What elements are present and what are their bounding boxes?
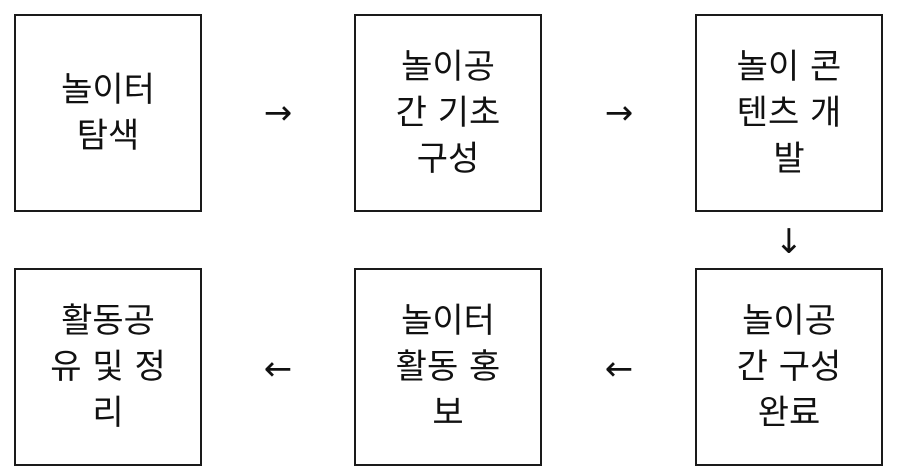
arrow-right-icon: → (263, 93, 293, 133)
step-box-5: 놀이터 활동 홍 보 (354, 268, 542, 466)
step-box-1: 놀이터 탐색 (14, 14, 202, 212)
step-box-2: 놀이공 간 기초 구성 (354, 14, 542, 212)
step-label-3: 놀이 콘 텐츠 개 발 (736, 47, 842, 179)
arrow-right-icon: → (604, 93, 634, 133)
step-label-2: 놀이공 간 기초 구성 (395, 47, 501, 179)
step-label-1: 놀이터 탐색 (61, 70, 155, 156)
step-box-6: 활동공 유 및 정 리 (14, 268, 202, 466)
step-label-6: 활동공 유 및 정 리 (50, 301, 166, 433)
step-box-4: 놀이공 간 구성 완료 (695, 268, 883, 466)
arrow-left-icon: ← (604, 349, 634, 389)
step-label-5: 놀이터 활동 홍 보 (395, 301, 501, 433)
step-label-4: 놀이공 간 구성 완료 (736, 301, 842, 433)
step-box-3: 놀이 콘 텐츠 개 발 (695, 14, 883, 212)
arrow-left-icon: ← (263, 349, 293, 389)
arrow-down-icon: ↓ (774, 222, 804, 262)
